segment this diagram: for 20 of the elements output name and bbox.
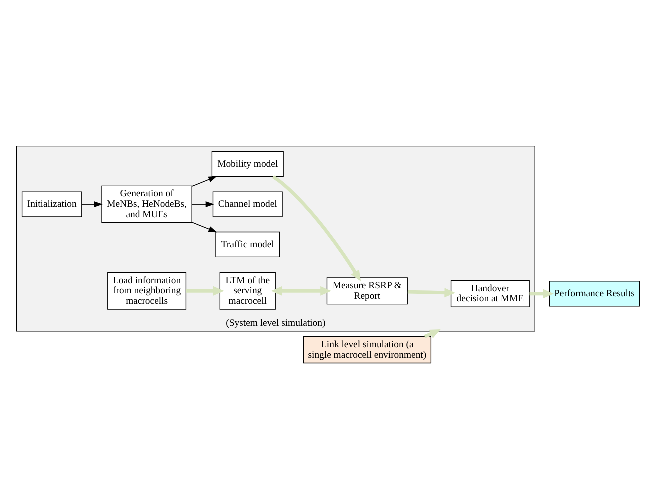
arrow	[530, 289, 554, 299]
arrow	[271, 286, 332, 296]
node-box: Measure RSRP & Report	[326, 278, 408, 305]
node-box: Mobility model	[212, 152, 284, 178]
node-box: Handover decision at MME	[450, 280, 530, 308]
arrow	[192, 176, 218, 187]
node-box: Channel model	[212, 192, 283, 218]
arrow	[192, 202, 214, 208]
node-box: Initialization	[22, 192, 82, 218]
arrow	[272, 175, 362, 282]
node-box: LTM of the serving macrocell	[220, 272, 276, 310]
arrow	[186, 286, 224, 296]
arrow	[192, 222, 218, 233]
node-box: Performance Results	[549, 281, 640, 307]
node-box: Traffic model	[216, 232, 280, 258]
arrow	[408, 288, 456, 298]
node-box: Generation of MeNBs, HeNodeBs, and MUEs	[102, 186, 192, 224]
arrow	[82, 202, 103, 208]
node-box: Link level simulation (a single macrocell environment)	[303, 336, 432, 364]
node-box: Load information from neighboring macrocells	[108, 272, 187, 310]
